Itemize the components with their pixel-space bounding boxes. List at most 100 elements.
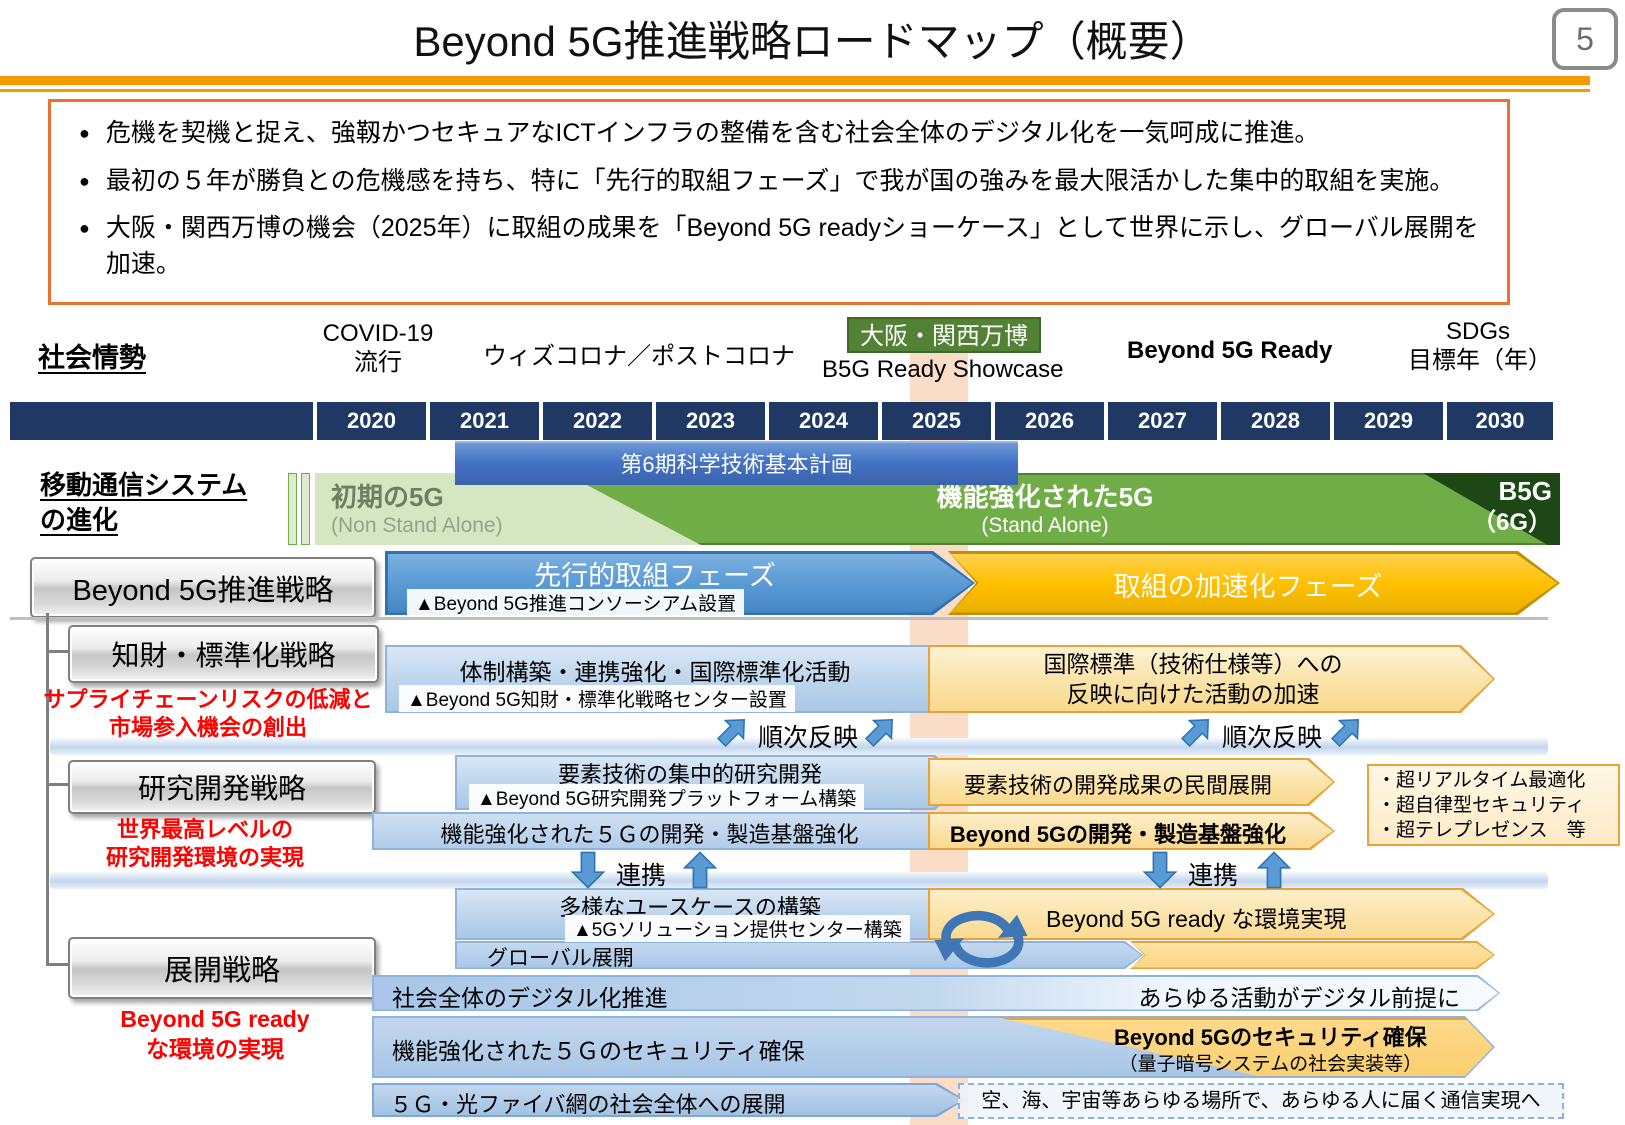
- fiber-left-label: ５Ｇ・光ファイバ網の社会全体への展開: [390, 1092, 786, 1117]
- digital-left-label: 社会全体のデジタル化推進: [392, 985, 668, 1011]
- security-right-line2: （量子暗号システムの社会実装等）: [1118, 1054, 1423, 1075]
- promotion-strategy-button: Beyond 5G推進戦略: [30, 557, 376, 618]
- enhanced-5g-label: 機能強化された5G (Stand Alone): [875, 477, 1215, 538]
- rnd-strategy-button: 研究開発戦略: [68, 760, 376, 814]
- usecase-milestone-wrap: ▲5Gソリューション提供センター構築: [565, 915, 1075, 942]
- digital-band: 社会全体のデジタル化推進 あらゆる活動がデジタル前提に: [372, 975, 1500, 1011]
- timeline-year: 2028: [1221, 402, 1330, 440]
- bullet-dot-icon: ●: [79, 218, 90, 238]
- bullet-dot-icon: ●: [79, 170, 90, 191]
- rnd-row2-right-arrow: Beyond 5Gの開発・製造基盤強化: [928, 812, 1335, 850]
- b5g-sub: （6G）: [1471, 508, 1552, 536]
- timeline-year: 2029: [1334, 402, 1443, 440]
- rnd-button-label: 研究開発戦略: [137, 773, 306, 804]
- fiber-right-label: 空、海、宇宙等あらゆる場所で、あらゆる人に届く通信実現へ: [981, 1090, 1541, 1112]
- rnd-goal: 世界最高レベルの 研究開発環境の実現: [60, 816, 350, 871]
- deployment-goal: Beyond 5G ready な環境の実現: [85, 1005, 345, 1065]
- digital-right-label: あらゆる活動がデジタル前提に: [1138, 985, 1460, 1011]
- title-rule-thick: [0, 76, 1590, 85]
- up-arrow-icon: [1256, 851, 1292, 889]
- green-tick-bar: [288, 473, 297, 545]
- ip-left-arrow: 体制構築・連携強化・国際標準化活動 ▲Beyond 5G知財・標準化戦略センター…: [385, 645, 965, 713]
- early-5g-sub: (Non Stand Alone): [331, 514, 503, 537]
- page-number-badge: 5: [1552, 8, 1618, 70]
- deployment-button-label: 展開戦略: [163, 955, 280, 987]
- tree-branch-line: [46, 963, 70, 966]
- tech-box-item-2: ・超自律型セキュリティ: [1377, 795, 1585, 816]
- early-5g-title: 初期の5G: [331, 482, 444, 512]
- covid-line1: COVID-19: [322, 320, 434, 347]
- title-rule-thin: [0, 89, 1590, 92]
- b5g-label: B5G （6G）: [1472, 475, 1552, 538]
- enhanced-5g-sub: (Stand Alone): [981, 514, 1109, 537]
- summary-bullet-row: ● 大阪・関西万博の機会（2025年）に取組の成果を「Beyond 5G rea…: [79, 211, 1479, 282]
- security-right-line1: Beyond 5Gのセキュリティ確保: [1113, 1025, 1427, 1050]
- mobile-evolution-line1: 移動通信システム: [40, 470, 248, 500]
- timeline-lead-cell: [10, 402, 313, 440]
- timeline-year: 2024: [769, 402, 878, 440]
- timeline-year: 2021: [430, 402, 539, 440]
- up-right-arrow-icon: [1330, 718, 1360, 748]
- divider-shelf: [50, 738, 1548, 755]
- up-right-arrow-icon: [864, 718, 894, 748]
- tree-branch-line: [46, 650, 70, 653]
- b5g-ready-label: Beyond 5G Ready: [1127, 337, 1333, 364]
- rnd-row1-left-arrow: 要素技術の集中的研究開発 ▲Beyond 5G研究開発プラットフォーム構築: [455, 755, 965, 811]
- ip-right-line1: 国際標準（技術仕様等）への: [1043, 651, 1343, 677]
- timeline-year: 2030: [1447, 402, 1553, 440]
- up-arrow-icon: [682, 851, 718, 889]
- fiber-arrow: ５Ｇ・光ファイバ網の社会全体への展開: [372, 1083, 965, 1117]
- down-arrow-icon: [1142, 851, 1178, 889]
- deployment-goal-line2: な環境の実現: [146, 1035, 284, 1062]
- summary-bullet-row: ● 危機を契機と捉え、強靱かつセキュアなICTインフラの整備を含む社会全体のデジ…: [79, 116, 1479, 152]
- timeline-year: 2026: [995, 402, 1104, 440]
- tree-vertical-line: [46, 613, 49, 965]
- security-band: 機能強化された５Ｇのセキュリティ確保 Beyond 5Gのセキュリティ確保 （量…: [372, 1016, 1495, 1078]
- rnd-row1-milestone: ▲Beyond 5G研究開発プラットフォーム構築: [469, 784, 865, 811]
- tree-branch-line: [46, 783, 70, 786]
- usecase-left-arrow: 多様なユースケースの構築 ▲5Gソリューション提供センター構築: [455, 888, 965, 942]
- usecase-milestone: ▲5Gソリューション提供センター構築: [565, 915, 910, 942]
- ip-standard-strategy-button: 知財・標準化戦略: [68, 625, 379, 683]
- up-right-arrow-icon: [716, 718, 746, 748]
- phase1-milestone-wrap: ▲Beyond 5G推進コンソーシアム設置: [407, 589, 997, 616]
- timeline-year: 2025: [882, 402, 991, 440]
- global-label: グローバル展開: [487, 947, 634, 970]
- rnd-row1-right-label: 要素技術の開発成果の民間展開: [963, 773, 1272, 798]
- mobile-evolution-label: 移動通信システム の進化: [40, 468, 247, 538]
- summary-bullet-3: 大阪・関西万博の機会（2025年）に取組の成果を「Beyond 5G ready…: [105, 214, 1479, 278]
- basic-plan-bar: 第6期科学技術基本計画: [455, 441, 1018, 485]
- ip-left-label: 体制構築・連携強化・国際標準化活動: [459, 659, 851, 685]
- phase2-label: 取組の加速化フェーズ: [1113, 572, 1383, 602]
- mobile-evolution-line2: の進化: [40, 505, 119, 536]
- social-label: 社会情勢: [38, 343, 146, 373]
- summary-bullet-1: 危機を契機と捉え、強靱かつセキュアなICTインフラの整備を含む社会全体のデジタル…: [105, 119, 1320, 147]
- showcase-label: B5G Ready Showcase: [822, 356, 1064, 383]
- timeline-year: 2020: [317, 402, 426, 440]
- global-orange-arrow: [1130, 941, 1495, 969]
- sdgs-line1: SDGs: [1445, 318, 1510, 345]
- collab-label-2: 連携: [1188, 862, 1239, 890]
- section-divider: [10, 617, 1548, 620]
- timeline-bar: 2020 2021 2022 2023 2024 2025 2026 2027 …: [10, 402, 1558, 440]
- usecase-right-label: Beyond 5G ready な環境実現: [1046, 906, 1347, 932]
- expo-badge: 大阪・関西万博: [847, 317, 1041, 353]
- collab-label-1: 連携: [616, 862, 667, 890]
- ip-left-milestone: ▲Beyond 5G知財・標準化戦略センター設置: [399, 685, 795, 712]
- timeline-year: 2023: [656, 402, 765, 440]
- rnd-goal-line1: 世界最高レベルの: [116, 817, 293, 842]
- up-right-arrow-icon: [1180, 718, 1210, 748]
- reflect-label-1: 順次反映: [758, 724, 859, 752]
- fiber-right-box: 空、海、宇宙等あらゆる場所で、あらゆる人に届く通信実現へ: [958, 1083, 1564, 1119]
- phase1-milestone: ▲Beyond 5G推進コンソーシアム設置: [407, 589, 745, 616]
- summary-box: ● 危機を契機と捉え、強靱かつセキュアなICTインフラの整備を含む社会全体のデジ…: [48, 99, 1510, 305]
- ip-right-label: 国際標準（技術仕様等）への 反映に向けた活動の加速: [928, 650, 1458, 710]
- rnd-row1-right-arrow: 要素技術の開発成果の民間展開: [928, 758, 1335, 806]
- summary-bullet-2: 最初の５年が勝負との危機感を持ち、特に「先行的取組フェーズ」で我が国の強みを最大…: [105, 166, 1455, 195]
- with-corona-label: ウィズコロナ／ポストコロナ: [483, 343, 795, 370]
- timeline-year: 2027: [1108, 402, 1217, 440]
- ip-goal-line2: 市場参入機会の創出: [108, 714, 307, 740]
- rnd-row2-left-arrow: 機能強化された５Ｇの開発・製造基盤強化: [372, 812, 965, 850]
- evolution-band: 初期の5G (Non Stand Alone) 機能強化された5G (Stand…: [315, 473, 1560, 545]
